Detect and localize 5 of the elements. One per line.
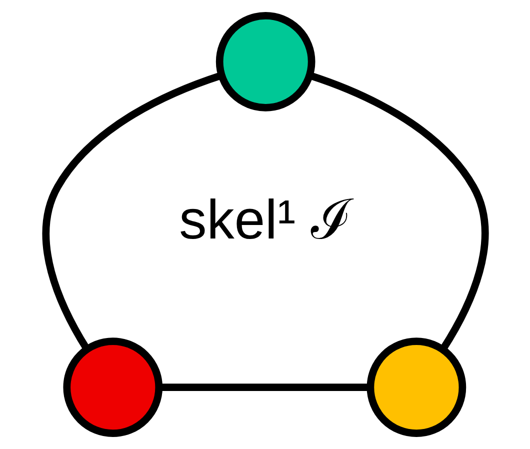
connector (42, 72, 222, 351)
node-circle (366, 338, 466, 437)
node-circle (62, 338, 162, 437)
node-circle (215, 12, 315, 112)
label: skel¹ ℐ (178, 188, 352, 250)
